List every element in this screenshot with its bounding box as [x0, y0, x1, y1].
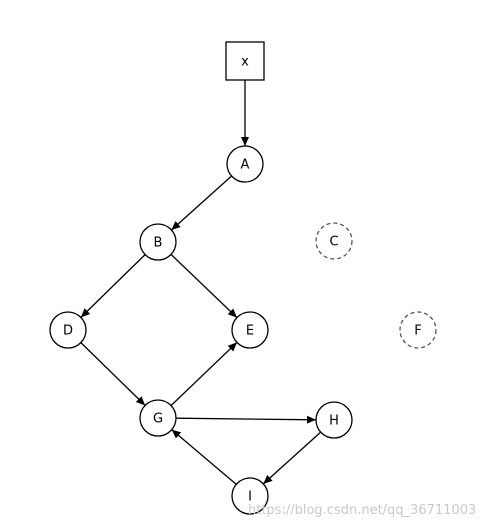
node-B-circle: [139, 223, 177, 261]
node-C-label: C: [329, 235, 338, 250]
node-I: I: [231, 477, 269, 515]
node-B-label: B: [154, 236, 163, 251]
node-I-label: I: [248, 490, 252, 505]
nodes-layer: xA B C D E F G H I: [49, 41, 437, 515]
node-G-label: G: [153, 412, 163, 427]
edge-H-I: [262, 431, 322, 485]
node-A-circle: [226, 145, 264, 183]
node-A-label: A: [241, 158, 250, 173]
node-F-label: F: [414, 324, 421, 339]
node-H-circle: [315, 401, 353, 439]
node-G: G: [139, 399, 177, 437]
node-F: F: [399, 311, 437, 349]
node-E: E: [231, 311, 269, 349]
node-B: B: [139, 223, 177, 261]
node-G-circle: [139, 399, 177, 437]
node-D-label: D: [63, 324, 73, 339]
node-E-label: E: [246, 324, 254, 339]
edge-G-H: [175, 415, 317, 424]
edge-G-E: [170, 341, 238, 407]
node-F-circle: [399, 311, 437, 349]
edges-layer: [80, 80, 322, 485]
node-x-square: [225, 41, 265, 81]
node-C: C: [315, 222, 353, 260]
node-E-circle: [231, 311, 269, 349]
node-x: x: [225, 41, 265, 81]
node-H: H: [315, 401, 353, 439]
node-D-circle: [49, 311, 87, 349]
edge-B-E: [170, 253, 238, 319]
node-C-circle: [315, 222, 353, 260]
edge-D-G: [80, 342, 146, 406]
node-D: D: [49, 311, 87, 349]
node-A: A: [226, 145, 264, 183]
edge-I-G: [171, 429, 237, 485]
node-I-circle: [231, 477, 269, 515]
edge-B-D: [80, 254, 146, 318]
watermark-text: https://blog.csdn.net/qq_36711003: [248, 503, 477, 518]
node-x-label: x: [241, 55, 249, 70]
edge-A-B: [170, 175, 233, 231]
node-H-label: H: [329, 414, 339, 429]
